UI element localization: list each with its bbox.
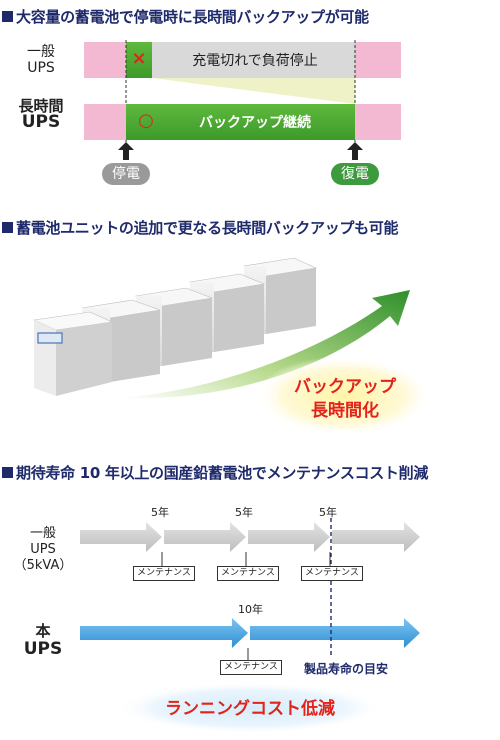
running-cost-reduction-text: ランニングコスト低減 <box>165 699 335 719</box>
row2-pre-outage-bar <box>84 104 126 140</box>
battery-units-illustration <box>32 257 432 436</box>
cross-icon: × <box>131 48 147 69</box>
row1-label: 一般 UPS <box>27 44 55 76</box>
circle-icon: ○ <box>138 110 154 131</box>
row2-battery-bar <box>126 104 355 140</box>
lifetime-label: 製品寿命の目安 <box>304 662 389 676</box>
row1-stopped-bar <box>152 42 355 78</box>
gray-interval-arrow-1 <box>80 522 162 552</box>
section2-heading: 蓄電池ユニットの追加で更なる長時間バックアップも可能 <box>2 217 399 238</box>
footer-glow <box>115 682 385 734</box>
section3-heading: 期待寿命 10 年以上の国産鉛蓄電池でメンテナンスコスト削減 <box>2 462 428 483</box>
row1-status-text: 充電切れで負荷停止 <box>192 53 318 69</box>
callout-glow <box>256 356 432 436</box>
interval-label-2: 5年 <box>235 506 253 519</box>
gray-interval-arrow-2 <box>164 522 246 552</box>
square-bullet-icon <box>2 222 13 233</box>
gray-interval-arrow-3 <box>248 522 330 552</box>
outage-up-arrow-icon <box>118 142 134 160</box>
backup-extension-callout: バックアップ 長時間化 <box>294 377 396 421</box>
row2-label: 長時間 UPS <box>18 97 64 132</box>
blue-interval-arrow-2 <box>250 618 420 648</box>
outage-pill: 停電 <box>102 163 150 185</box>
interval-label-3: 5年 <box>319 506 337 519</box>
blue-interval-arrow-1 <box>80 618 248 648</box>
s3-row1-label: 一般 UPS （5kVA） <box>13 526 73 573</box>
square-bullet-icon <box>2 467 13 478</box>
unit-display-panel <box>37 332 63 344</box>
s3-row2-label: 本 UPS <box>23 622 63 659</box>
growth-arrow-icon <box>120 290 410 399</box>
section1-heading: 大容量の蓄電池で停電時に長時間バックアップが可能 <box>2 6 369 27</box>
row1-post-recovery-bar <box>355 42 401 78</box>
maintenance-box-1: メンテナンス <box>133 566 195 581</box>
interval-label-10y: 10年 <box>238 603 263 616</box>
duration-wedge <box>125 40 356 142</box>
row1-battery-bar <box>126 42 152 78</box>
row2-post-recovery-bar <box>355 104 401 140</box>
recovery-up-arrow-icon <box>347 142 363 160</box>
row2-status-text: バックアップ継続 <box>199 115 311 131</box>
square-bullet-icon <box>2 11 13 22</box>
maintenance-box-3: メンテナンス <box>301 566 363 581</box>
battery-unit-1 <box>32 311 114 396</box>
row1-pre-outage-bar <box>84 42 126 78</box>
maintenance-box-2: メンテナンス <box>217 566 279 581</box>
wedge-shape <box>152 78 355 104</box>
maintenance-box-bottom: メンテナンス <box>220 660 282 675</box>
timeline-arrows <box>80 518 420 660</box>
gray-interval-arrow-4 <box>332 522 420 552</box>
interval-label-1: 5年 <box>151 506 169 519</box>
recovery-pill: 復電 <box>331 163 379 185</box>
